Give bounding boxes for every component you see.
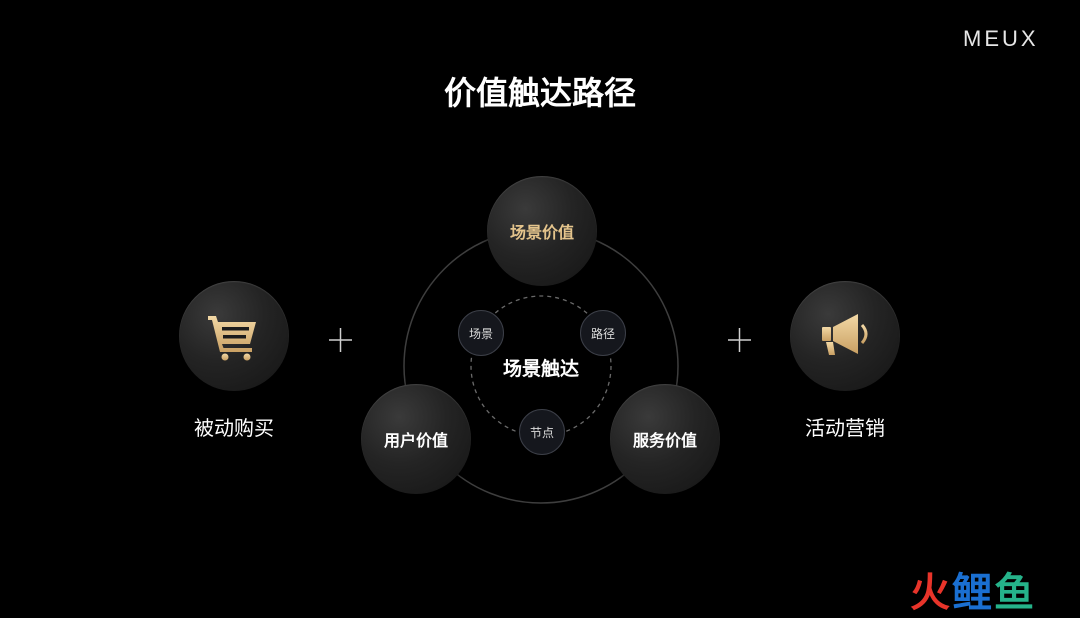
inner-dashed-ring [470, 295, 612, 437]
watermark-char-3: 鱼 [994, 570, 1036, 616]
page-title: 价值触达路径 [443, 74, 636, 112]
brand-logo: MEUX [963, 26, 1039, 52]
inner-node-touchpoint: 节点 [519, 409, 565, 455]
right-item-circle [790, 281, 900, 391]
watermark-char-1: 火 [910, 570, 952, 616]
left-item-label: 被动购买 [194, 416, 274, 440]
inner-node-path-label: 路径 [590, 326, 615, 341]
node-service-value-label: 服务价值 [632, 431, 697, 450]
left-item-circle [179, 281, 289, 391]
inner-node-scene-label: 场景 [468, 326, 493, 341]
plus-sign-left [329, 328, 352, 352]
inner-node-path: 路径 [580, 310, 626, 356]
right-item-label: 活动营销 [805, 416, 885, 440]
node-service-value: 服务价值 [610, 384, 720, 494]
plus-sign-right [728, 328, 751, 352]
megaphone-icon [822, 314, 868, 355]
watermark-char-2: 鲤 [952, 570, 994, 616]
shopping-cart-icon [208, 316, 256, 361]
node-user-value-label: 用户价值 [383, 431, 448, 450]
node-scene-value: 场景价值 [487, 176, 597, 286]
brand-logo-text: MEUX [963, 26, 1039, 51]
inner-node-touchpoint-label: 节点 [529, 425, 554, 440]
watermark: 火鲤鱼 [910, 560, 1036, 618]
node-scene-value-label: 场景价值 [509, 223, 574, 242]
inner-node-scene: 场景 [458, 310, 504, 356]
node-user-value: 用户价值 [361, 384, 471, 494]
center-label: 场景触达 [502, 358, 579, 380]
